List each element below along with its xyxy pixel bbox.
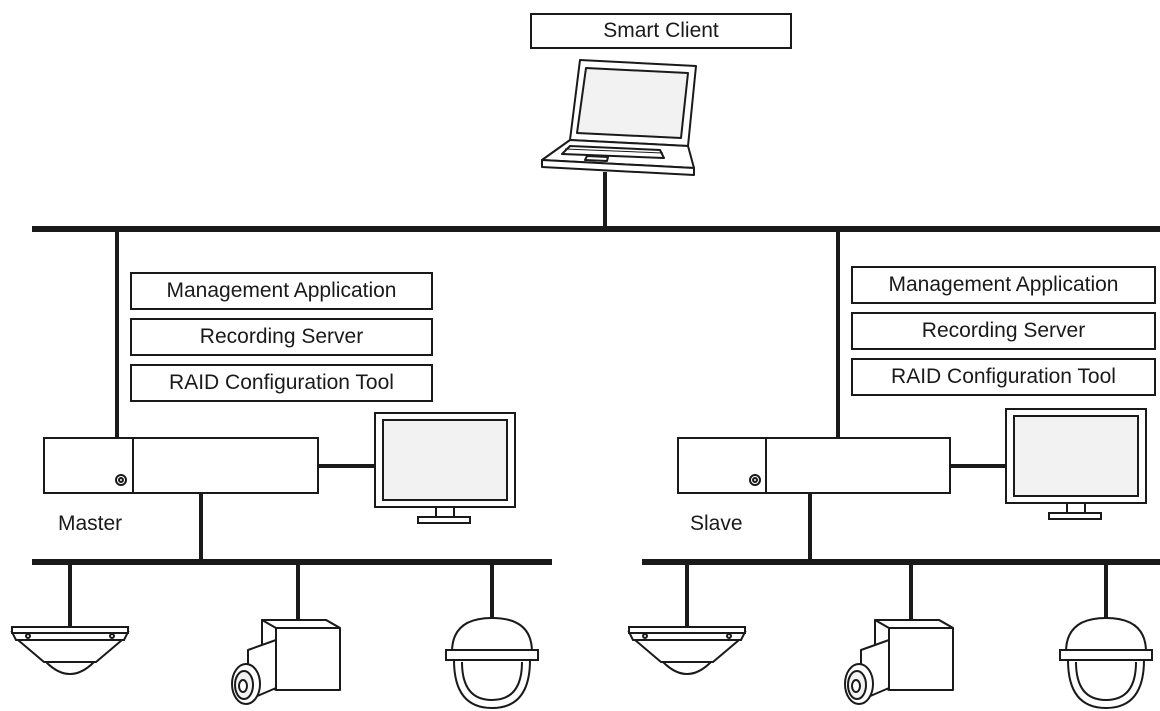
slave-management-application-label: Management Application <box>851 266 1156 304</box>
master-management-application-label: Management Application <box>130 272 433 310</box>
slave-raid-configuration-tool-label: RAID Configuration Tool <box>851 358 1156 396</box>
master-recorder-icon <box>43 437 319 494</box>
master-recording-server-label: Recording Server <box>130 318 433 356</box>
network-lines <box>32 172 1160 627</box>
fisheye-camera-icon <box>627 626 747 675</box>
slave-recorder-icon <box>677 437 951 494</box>
dome-camera-icon <box>445 616 539 710</box>
slave-recording-server-label: Recording Server <box>851 312 1156 350</box>
box-camera-icon <box>844 619 954 705</box>
slave-monitor-icon <box>1005 408 1147 520</box>
laptop-icon <box>541 59 697 176</box>
box-camera-icon <box>231 619 341 705</box>
fisheye-camera-icon <box>10 626 130 675</box>
master-raid-configuration-tool-label: RAID Configuration Tool <box>130 364 433 402</box>
master-monitor-icon <box>374 412 516 524</box>
dome-camera-icon <box>1059 616 1153 710</box>
smart-client-label: Smart Client <box>530 13 792 49</box>
slave-caption: Slave <box>690 512 743 535</box>
master-caption: Master <box>58 512 123 535</box>
